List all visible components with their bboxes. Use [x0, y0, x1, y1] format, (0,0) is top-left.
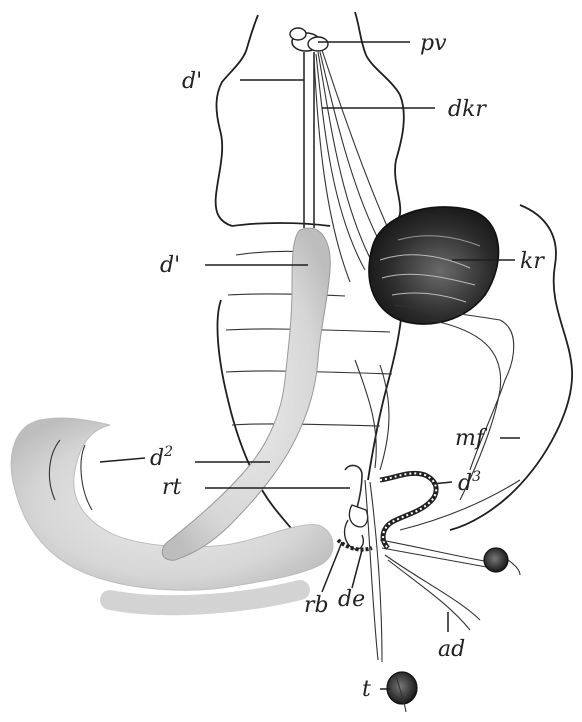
label-rt: rt	[162, 475, 182, 500]
label-ad: ad	[438, 637, 465, 662]
label-pv: pv	[420, 31, 447, 56]
label-kr: kr	[520, 249, 545, 274]
pv-structure	[290, 28, 328, 51]
label-dkr: dkr	[448, 97, 487, 122]
label-de: de	[338, 587, 365, 612]
right-ganglion	[484, 548, 520, 575]
label-d2: d2	[150, 444, 173, 471]
label-d1-top: d'	[182, 69, 202, 94]
label-d3: d3	[458, 469, 481, 496]
label-t: t	[362, 677, 371, 702]
label-rb: rb	[304, 593, 329, 618]
t-ganglion	[387, 672, 417, 712]
duct-d3	[380, 473, 436, 548]
esophagus-tube	[304, 52, 314, 228]
label-mf: mf	[455, 426, 488, 451]
label-d1-mid: d'	[160, 253, 180, 278]
kidney-kr	[369, 207, 499, 324]
intestine-d1	[162, 228, 330, 560]
